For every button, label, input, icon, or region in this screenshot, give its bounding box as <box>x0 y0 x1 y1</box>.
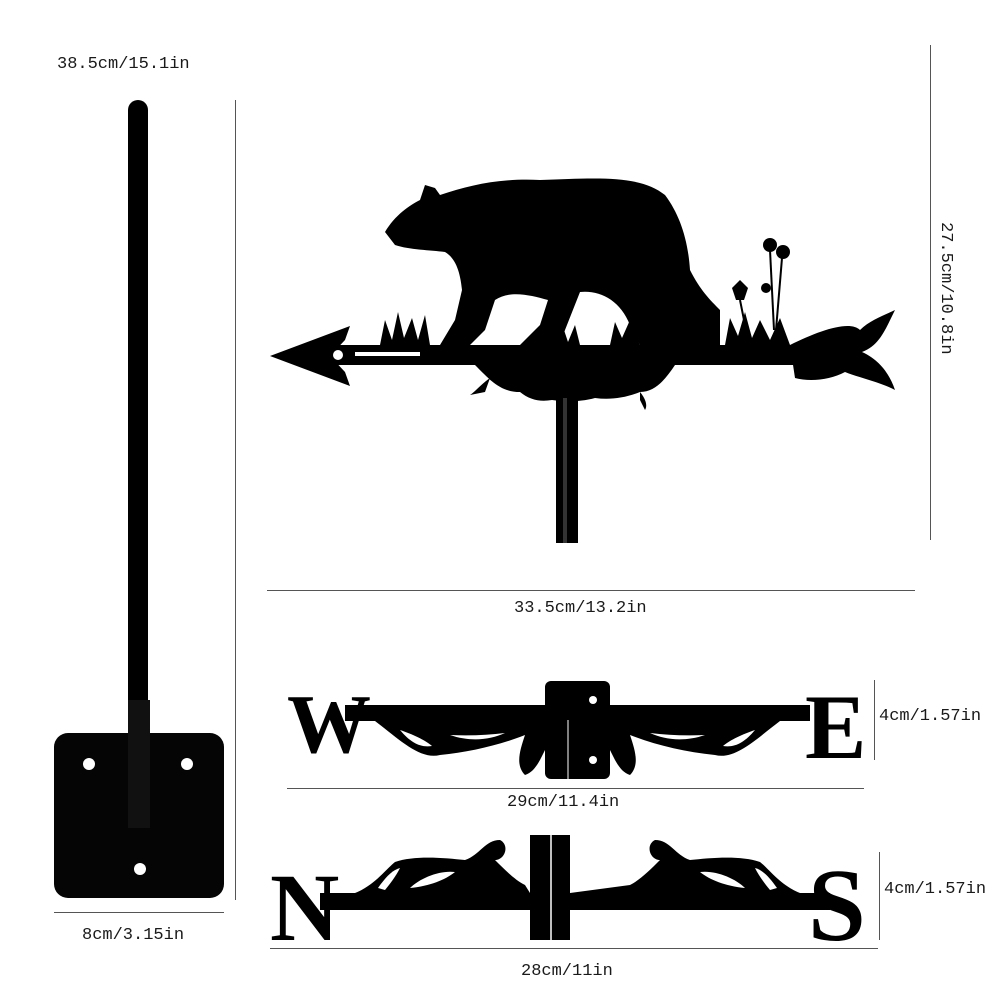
ns-height-label: 4cm/1.57in <box>884 880 987 899</box>
screw-hole-icon <box>181 758 193 770</box>
west-letter: W <box>287 678 371 771</box>
mounting-pole <box>128 100 148 830</box>
vane-width-label: 33.5cm/13.2in <box>514 599 647 618</box>
vane-height-line <box>930 45 931 540</box>
screw-hole-icon <box>134 863 146 875</box>
vane-height-label: 27.5cm/10.8in <box>936 222 955 355</box>
vane-width-line <box>267 590 915 591</box>
base-plate <box>54 700 224 898</box>
we-height-label: 4cm/1.57in <box>879 707 982 726</box>
base-width-label: 8cm/3.15in <box>82 926 185 945</box>
ns-height-line <box>879 852 880 940</box>
west-east-arm <box>345 681 810 779</box>
ns-width-label: 28cm/11in <box>521 962 613 981</box>
east-letter: E <box>805 676 866 778</box>
ns-width-line <box>270 948 878 949</box>
we-height-line <box>874 680 875 760</box>
bear-vane <box>270 178 895 543</box>
pole-height-line <box>235 100 236 900</box>
south-letter: S <box>808 848 866 963</box>
we-width-line <box>287 788 864 789</box>
base-width-line <box>54 912 224 913</box>
screw-hole-icon <box>83 758 95 770</box>
north-letter: N <box>270 854 339 961</box>
north-south-arm <box>320 835 830 940</box>
we-width-label: 29cm/11.4in <box>507 793 620 812</box>
pole-height-label: 38.5cm/15.1in <box>57 55 190 74</box>
